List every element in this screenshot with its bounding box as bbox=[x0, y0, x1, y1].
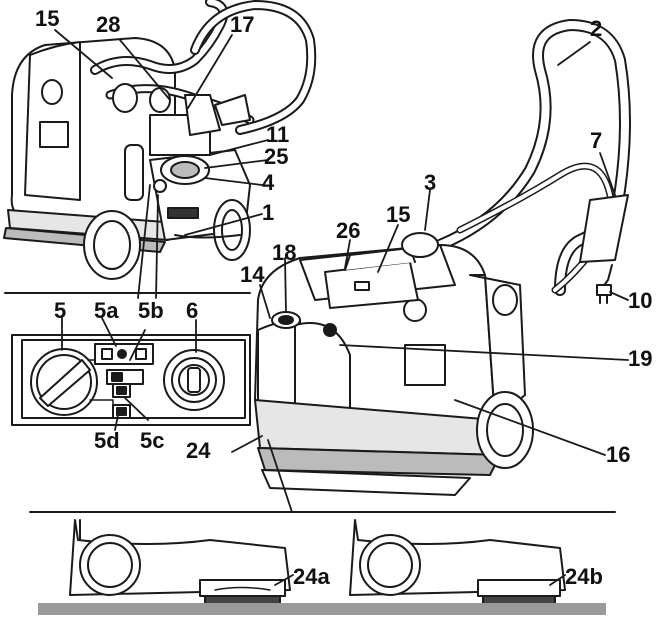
callout-24a: 24a bbox=[293, 564, 330, 589]
callout-24b: 24b bbox=[565, 564, 603, 589]
callout-5d: 5d bbox=[94, 428, 120, 453]
callout-24: 24 bbox=[186, 438, 211, 463]
callout-5b: 5b bbox=[138, 298, 164, 323]
callout-25: 25 bbox=[264, 144, 289, 169]
callout-7: 7 bbox=[590, 128, 603, 153]
rear-view-machine bbox=[3, 0, 317, 280]
callout-5a: 5a bbox=[94, 298, 119, 323]
callout-3: 3 bbox=[424, 170, 437, 195]
callout-15-mid: 15 bbox=[386, 202, 411, 227]
callout-4: 4 bbox=[262, 170, 275, 195]
control-panel-detail bbox=[11, 334, 251, 426]
callout-5c: 5c bbox=[140, 428, 165, 453]
callout-2: 2 bbox=[590, 16, 603, 41]
callout-15-top: 15 bbox=[35, 6, 60, 31]
leader-lines bbox=[54, 29, 629, 586]
detail-24a bbox=[69, 519, 291, 607]
main-machine bbox=[254, 19, 631, 496]
callout-1: 1 bbox=[262, 200, 275, 225]
callout-26: 26 bbox=[336, 218, 361, 243]
callout-5: 5 bbox=[54, 298, 67, 323]
callout-14: 14 bbox=[240, 262, 265, 287]
detail-24b bbox=[349, 519, 566, 607]
callout-6: 6 bbox=[186, 298, 199, 323]
callout-16: 16 bbox=[606, 442, 631, 467]
callout-28: 28 bbox=[96, 12, 121, 37]
floor bbox=[38, 603, 606, 615]
callout-19: 19 bbox=[628, 346, 653, 371]
callout-11: 11 bbox=[266, 122, 290, 147]
callout-18: 18 bbox=[272, 240, 297, 265]
callout-10: 10 bbox=[628, 288, 653, 313]
callout-17: 17 bbox=[230, 12, 255, 37]
